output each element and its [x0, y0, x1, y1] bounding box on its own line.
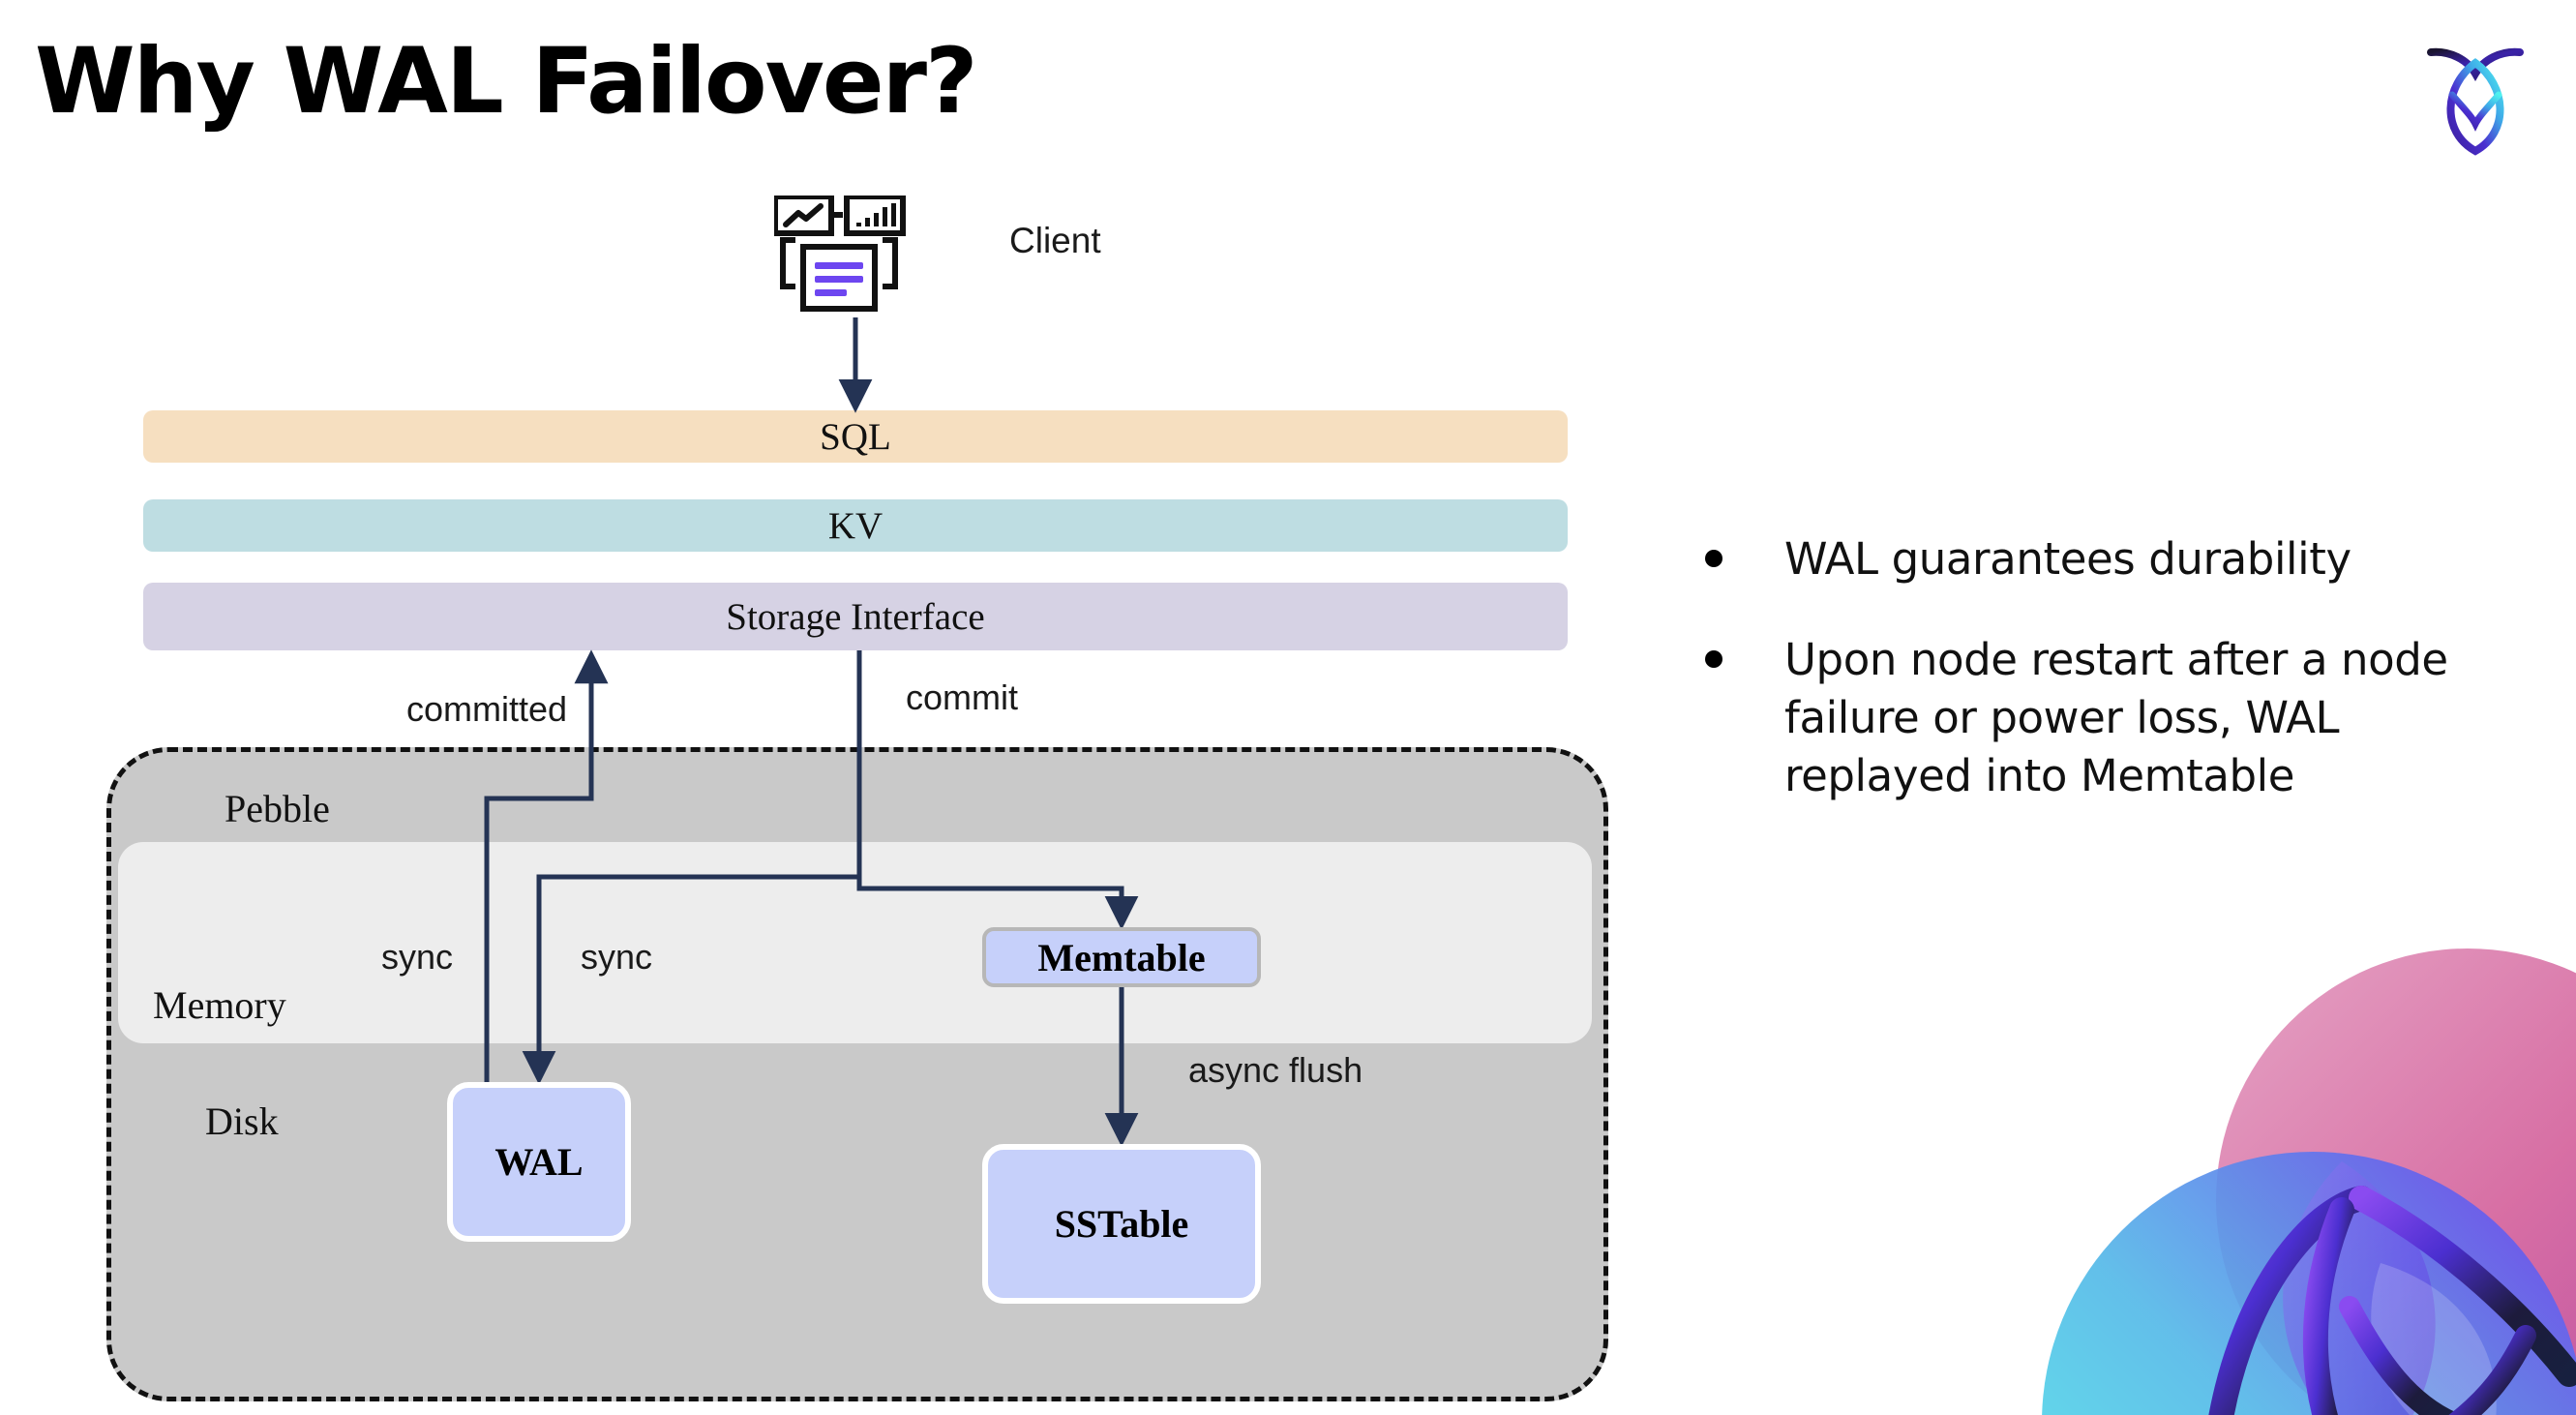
client-label: Client — [1009, 221, 1101, 260]
edge-label-sync-2: sync — [581, 937, 653, 977]
client-dashboard-icon — [772, 194, 925, 316]
edge-label-async-flush: async flush — [1188, 1050, 1363, 1090]
node-sstable: SSTable — [982, 1144, 1261, 1304]
node-wal: WAL — [447, 1082, 631, 1242]
list-item: WAL guarantees durability — [1705, 530, 2508, 588]
layer-label-kv: KV — [827, 504, 884, 547]
bullet-dot-icon — [1705, 550, 1722, 567]
memory-label: Memory — [153, 983, 286, 1027]
bullet-text: WAL guarantees durability — [1784, 533, 2351, 585]
layer-label-sql: SQL — [820, 415, 891, 458]
edge-label-commit: commit — [906, 677, 1018, 717]
node-label-wal: WAL — [494, 1140, 584, 1184]
bullet-text: Upon node restart after a node failure o… — [1784, 633, 2448, 801]
memory-region — [118, 842, 1592, 1043]
decorative-corner-graphic — [1926, 919, 2576, 1415]
node-label-memtable: Memtable — [1037, 935, 1206, 979]
bullet-list: WAL guarantees durability Upon node rest… — [1705, 530, 2508, 847]
bullet-dot-icon — [1705, 649, 1722, 668]
list-item: Upon node restart after a node failure o… — [1705, 631, 2508, 805]
layer-bar-sql: SQL — [143, 410, 1568, 463]
pebble-label: Pebble — [225, 787, 330, 830]
edge-label-committed: committed — [406, 689, 568, 729]
node-label-sstable: SSTable — [1054, 1202, 1189, 1246]
node-memtable: Memtable — [982, 927, 1261, 987]
disk-label: Disk — [205, 1099, 279, 1143]
layer-bar-storage-interface: Storage Interface — [143, 583, 1568, 650]
edge-label-sync-1: sync — [381, 937, 454, 977]
page-title: Why WAL Failover? — [35, 29, 978, 135]
layer-bar-kv: KV — [143, 499, 1568, 552]
cockroachdb-logo — [2417, 31, 2533, 157]
layer-label-storage-interface: Storage Interface — [726, 595, 985, 638]
